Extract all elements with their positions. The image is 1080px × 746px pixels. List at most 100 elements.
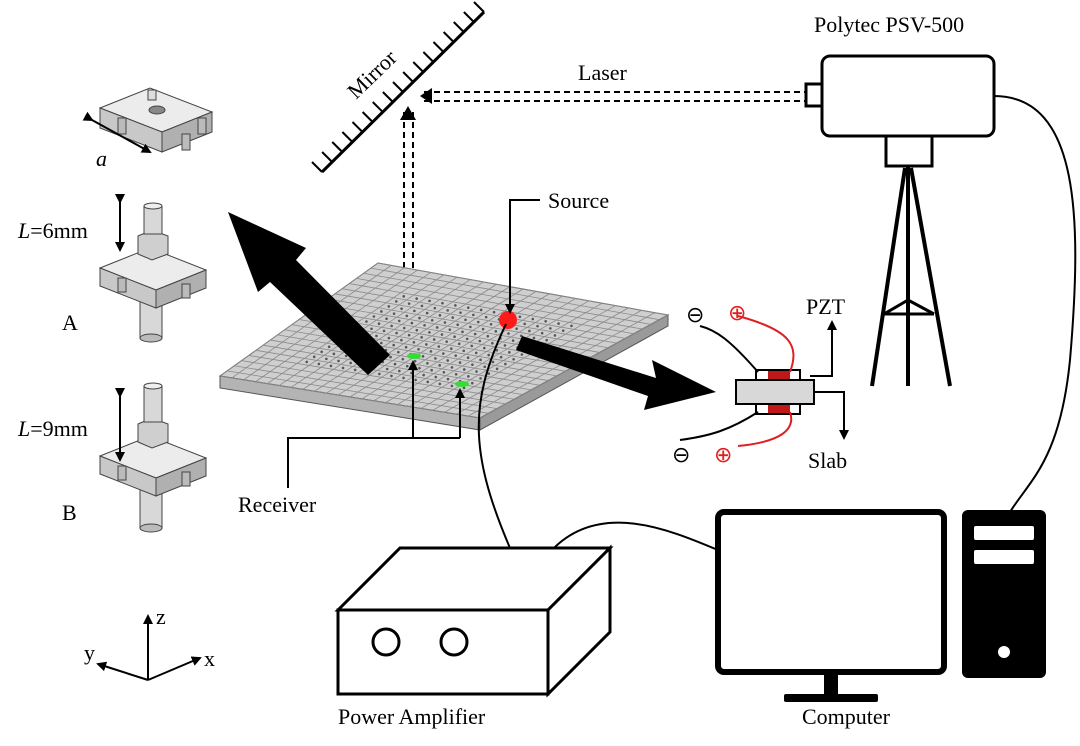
resonator-dot	[402, 326, 406, 330]
resonator-dot	[377, 322, 381, 326]
resonator-dot	[418, 316, 421, 320]
device-label: Polytec PSV-500	[814, 12, 964, 37]
resonator-dot	[415, 297, 418, 300]
resonator-dot	[434, 375, 438, 379]
resonator-dot	[438, 314, 442, 317]
resonator-dot	[511, 339, 515, 342]
resonator-dot	[450, 384, 454, 388]
resonator-dot	[518, 315, 522, 319]
resonator-dot	[389, 355, 392, 359]
resonator-dot	[430, 318, 434, 322]
axis-y-label: y	[84, 640, 95, 665]
mirror-hatch-line	[442, 31, 455, 43]
mirror-hatch-line	[473, 1, 485, 13]
laser-arrow-up	[400, 106, 416, 120]
resonator-dot	[418, 366, 421, 370]
resonator-dot	[446, 359, 450, 362]
resonator-dot	[402, 295, 406, 298]
mirror-hatch-line	[351, 121, 364, 133]
resonator-dot	[491, 360, 495, 364]
resonator-dot	[507, 332, 510, 335]
resonator-dot	[472, 313, 475, 317]
resonator-dot	[479, 358, 482, 362]
resonator-dot	[459, 311, 462, 314]
resonator-dot	[464, 318, 467, 322]
resonator-dot	[407, 333, 411, 337]
pzt-minus-top: ⊖	[686, 303, 704, 328]
resonator-dot	[441, 301, 444, 305]
resonator-dot	[393, 362, 397, 366]
resonator-dot	[429, 350, 433, 353]
resonator-dot	[442, 370, 446, 374]
resonator-dot	[523, 322, 526, 326]
lattice-constant-arrow	[82, 111, 152, 153]
power-amplifier-label: Power Amplifier	[338, 704, 486, 729]
resonator-dot	[454, 354, 458, 357]
resonator-dot	[438, 364, 441, 367]
monitor-base	[784, 694, 878, 702]
mirror-hatch-line	[321, 151, 333, 163]
resonator-dot	[442, 352, 445, 355]
computer-tower	[962, 510, 1046, 678]
resonator-dot	[471, 363, 474, 366]
source-marker	[499, 311, 517, 329]
resonator-dot	[332, 352, 336, 356]
resonator-dot	[402, 376, 405, 380]
receiver-pointer	[287, 437, 460, 488]
resonator-dot	[434, 357, 437, 360]
resonator-dot	[325, 357, 328, 361]
resonator-dot	[440, 333, 444, 336]
resonator-dot	[499, 355, 503, 359]
resonator-dot	[531, 317, 535, 321]
resonator-dot	[478, 339, 482, 343]
resonator-dot	[400, 338, 403, 342]
plate-grid-line	[385, 295, 563, 404]
resonator-dot	[365, 320, 368, 323]
resonator-dot	[458, 361, 462, 364]
amplifier-knob-right	[439, 627, 469, 657]
plate-grid-line	[456, 309, 642, 415]
resonator-dot	[426, 380, 430, 384]
mirror-hatch-line	[432, 41, 445, 53]
resonator-dot	[448, 328, 452, 331]
resonator-dot	[462, 368, 466, 371]
resonator-dot	[405, 364, 409, 368]
resonator-dot	[433, 306, 437, 310]
resonator-dot	[421, 355, 425, 358]
resonator-dot	[426, 361, 429, 365]
resonator-dot	[557, 322, 560, 325]
slab-pointer	[814, 391, 849, 440]
mirror-hatch-line	[341, 131, 354, 143]
mirror-hatch-line	[392, 81, 404, 93]
resonator-dot	[561, 329, 565, 332]
plate-grid-line	[444, 307, 629, 413]
resonator-dot	[410, 321, 414, 325]
resonator-dot	[428, 331, 431, 334]
resonator-dot	[540, 331, 544, 335]
resonator-dot	[515, 327, 518, 331]
resonator-dot	[445, 340, 448, 343]
resonator-dot	[536, 324, 539, 328]
resonator-dot	[454, 372, 458, 376]
resonator-dot	[397, 350, 400, 354]
zoom-arrow-resonators	[228, 212, 390, 375]
resonator-dot	[341, 366, 345, 370]
resonator-dot	[487, 353, 490, 357]
resonator-dot	[395, 331, 398, 335]
resonator-dot	[344, 354, 348, 358]
mirror-hatch-line	[311, 161, 323, 173]
resonator-dot	[482, 346, 486, 350]
resonator-dot	[508, 351, 511, 354]
length-label-b: L=9mm	[17, 416, 88, 441]
resonator-dot	[495, 367, 499, 371]
resonator-a-illustration	[98, 202, 208, 343]
monitor-stand	[824, 675, 838, 695]
receiver-marker-1	[407, 353, 421, 359]
resonator-dot	[454, 304, 457, 307]
resonator-dot	[446, 377, 450, 381]
resonator-dot	[430, 368, 433, 372]
resonator-dot	[407, 302, 411, 305]
resonator-dot	[451, 316, 455, 319]
monitor	[715, 509, 947, 675]
